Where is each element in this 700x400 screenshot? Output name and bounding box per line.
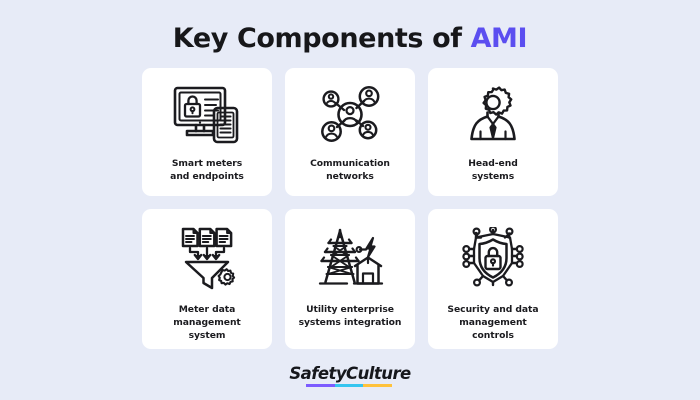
card-label-line: system (188, 330, 226, 341)
safetyculture-logo[interactable]: SafetyCulture (289, 364, 411, 387)
card-label-line: Security and data (447, 304, 539, 315)
people-network-icon (313, 82, 387, 148)
card-label-line: Utility enterprise (306, 304, 394, 315)
card-label-line: Meter data (178, 304, 236, 315)
logo-underline-segment-cyan (334, 384, 364, 387)
logo-underline-segment-yellow (363, 384, 393, 387)
card-label-line: Smart meters (171, 158, 243, 169)
card-label-line: Communication (310, 158, 390, 169)
footer: SafetyCulture (289, 364, 411, 387)
person-gear-head-icon (456, 82, 530, 148)
page-title-accent: AMI (470, 22, 528, 54)
shield-lock-circuit-icon (456, 223, 530, 293)
power-pylon-house-icon (313, 223, 387, 293)
card-security-and-data-management-controls[interactable]: Security and data management controls (428, 209, 558, 349)
page-title: Key Components of AMI (172, 21, 528, 55)
card-communication-networks[interactable]: Communication networks (285, 68, 415, 196)
safetyculture-logo-text: SafetyCulture (289, 364, 411, 383)
card-label-line: management (173, 317, 241, 328)
card-smart-meters-and-endpoints[interactable]: Smart meters and endpoints (142, 68, 272, 196)
card-label-line: systems integration (298, 317, 402, 328)
card-head-end-systems[interactable]: Head-end systems (428, 68, 558, 196)
card-meter-data-management-system[interactable]: Meter data management system (142, 209, 272, 349)
card-label-utility-enterprise-systems-integration: Utility enterprise systems integration (294, 303, 406, 329)
card-label-security-and-data-management-controls: Security and data management controls (437, 303, 549, 342)
components-grid: Smart meters and endpoints (142, 68, 558, 349)
card-label-meter-data-management-system: Meter data management system (151, 303, 263, 342)
card-utility-enterprise-systems-integration[interactable]: Utility enterprise systems integration (285, 209, 415, 349)
card-label-line: Head-end (468, 158, 518, 169)
card-label-communication-networks: Communication networks (294, 157, 406, 183)
page-title-text: Key Components of AMI (172, 22, 528, 54)
logo-underline (306, 384, 393, 387)
card-label-line: controls (472, 330, 514, 341)
card-label-smart-meters-and-endpoints: Smart meters and endpoints (151, 157, 263, 183)
card-label-line: systems (471, 171, 515, 182)
card-label-head-end-systems: Head-end systems (437, 157, 549, 183)
card-label-line: networks (326, 171, 374, 182)
page-title-main: Key Components of (172, 22, 471, 54)
card-label-line: and endpoints (170, 171, 244, 182)
card-label-line: management (459, 317, 527, 328)
logo-underline-segment-purple (306, 384, 335, 387)
documents-funnel-gear-icon (170, 223, 244, 293)
monitor-lock-mobile-icon (170, 82, 244, 148)
